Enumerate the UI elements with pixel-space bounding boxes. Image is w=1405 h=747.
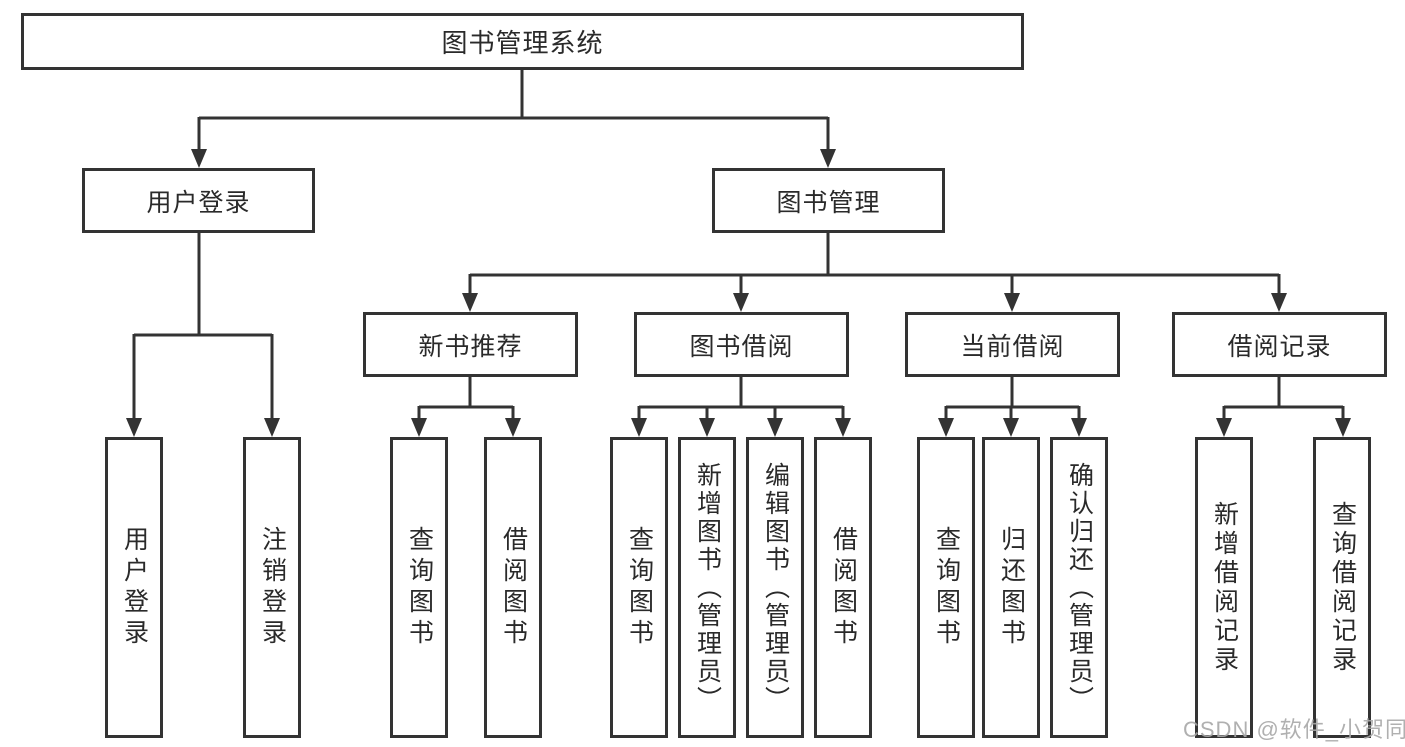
node-current-borrowing: 当前借阅 bbox=[905, 312, 1120, 377]
arrow-down-icon bbox=[126, 418, 142, 437]
arrow-down-icon bbox=[631, 418, 647, 437]
arrow-down-icon bbox=[1216, 418, 1232, 437]
node-leaf-confirm-return-admin: 确认归还（管理员） bbox=[1050, 437, 1108, 738]
arrow-down-icon bbox=[1071, 418, 1087, 437]
node-leaf-add-book-admin: 新增图书（管理员） bbox=[678, 437, 736, 738]
node-borrowing-records: 借阅记录 bbox=[1172, 312, 1387, 377]
node-leaf-query-borrow-record: 查询借阅记录 bbox=[1313, 437, 1371, 738]
node-leaf-add-borrow-record: 新增借阅记录 bbox=[1195, 437, 1253, 738]
node-new-book-recommend: 新书推荐 bbox=[363, 312, 578, 377]
node-leaf-user-login: 用户登录 bbox=[105, 437, 163, 738]
arrow-down-icon bbox=[1335, 418, 1351, 437]
arrow-down-icon bbox=[411, 418, 427, 437]
arrow-down-icon bbox=[1271, 293, 1287, 312]
arrow-down-icon bbox=[264, 418, 280, 437]
arrow-down-icon bbox=[191, 149, 207, 168]
arrow-down-icon bbox=[1003, 418, 1019, 437]
node-book-management: 图书管理 bbox=[712, 168, 945, 233]
node-book-borrowing: 图书借阅 bbox=[634, 312, 849, 377]
node-leaf-query-books-recommend: 查询图书 bbox=[390, 437, 448, 738]
node-leaf-logout-login: 注销登录 bbox=[243, 437, 301, 738]
node-leaf-borrow-books-recommend: 借阅图书 bbox=[484, 437, 542, 738]
arrow-down-icon bbox=[767, 418, 783, 437]
node-leaf-query-books-current: 查询图书 bbox=[917, 437, 975, 738]
arrow-down-icon bbox=[1004, 293, 1020, 312]
node-leaf-return-books: 归还图书 bbox=[982, 437, 1040, 738]
arrow-down-icon bbox=[733, 293, 749, 312]
node-leaf-edit-book-admin: 编辑图书（管理员） bbox=[746, 437, 804, 738]
csdn-watermark: CSDN @软件_小贺同学 bbox=[1183, 717, 1405, 742]
arrow-down-icon bbox=[835, 418, 851, 437]
arrow-down-icon bbox=[462, 293, 478, 312]
arrow-down-icon bbox=[699, 418, 715, 437]
arrow-down-icon bbox=[938, 418, 954, 437]
node-leaf-query-books-borrowing: 查询图书 bbox=[610, 437, 668, 738]
node-library-system: 图书管理系统 bbox=[21, 13, 1024, 70]
arrow-down-icon bbox=[820, 149, 836, 168]
node-leaf-borrow-books-borrowing: 借阅图书 bbox=[814, 437, 872, 738]
node-user-login: 用户登录 bbox=[82, 168, 315, 233]
arrow-down-icon bbox=[505, 418, 521, 437]
